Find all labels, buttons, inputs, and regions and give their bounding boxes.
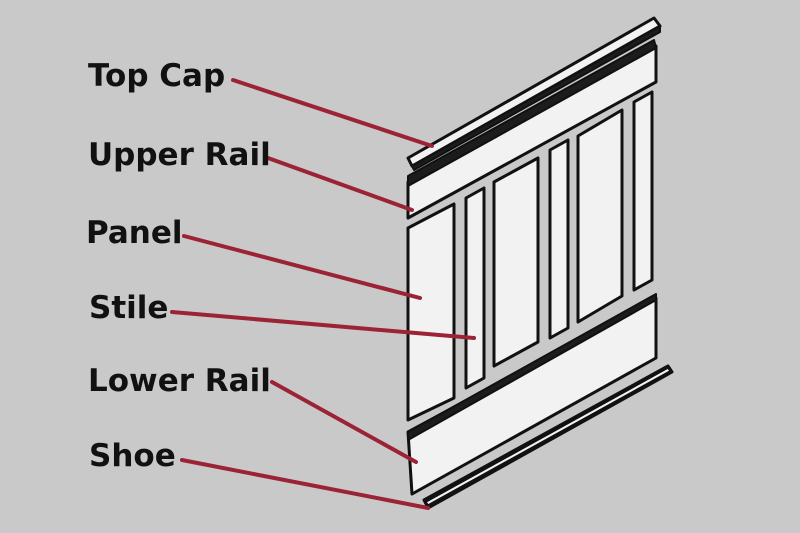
label-upper-rail: Upper Rail (88, 137, 271, 173)
leader-top-cap (231, 78, 434, 148)
shoe-top-face (425, 367, 671, 506)
label-top-cap: Top Cap (88, 58, 225, 94)
wainscoting-illustration (406, 16, 674, 510)
leader-lower-rail (270, 380, 418, 464)
lower-rail-groove (407, 293, 657, 441)
panel-left (406, 202, 456, 422)
label-lower-rail: Lower Rail (88, 363, 271, 399)
panel-center (492, 156, 540, 368)
label-panel: Panel (86, 215, 183, 251)
leader-panel (182, 234, 422, 300)
panel-right (576, 108, 624, 324)
leader-stile (170, 310, 476, 340)
leader-upper-rail (266, 156, 414, 212)
upper-rail-groove (407, 39, 657, 187)
stile-3 (632, 90, 654, 292)
label-stile: Stile (89, 290, 168, 326)
leader-lines (170, 78, 476, 510)
stile-2 (548, 138, 570, 340)
stile-1 (464, 186, 486, 390)
label-shoe: Shoe (89, 438, 176, 474)
leader-shoe (180, 458, 430, 510)
labels: Top Cap Upper Rail Panel Stile Lower Rai… (86, 58, 271, 474)
top-cap-underside (411, 25, 661, 171)
